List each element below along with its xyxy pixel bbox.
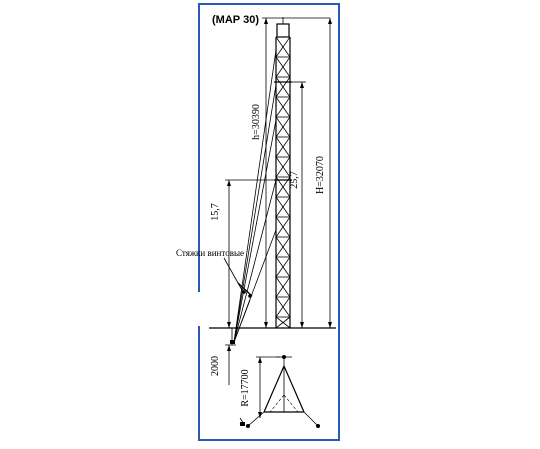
drawing-title: (МАР 30) xyxy=(212,14,259,26)
turnbuckles-label: Стяжки винтовые xyxy=(176,248,244,258)
dimension-lower-level-label: 15,7 xyxy=(210,203,221,221)
dimension-anchor-offset-label: 2000 xyxy=(210,356,221,376)
guy-ropes xyxy=(233,49,277,343)
dimension-radius xyxy=(256,356,280,418)
anchor-point xyxy=(230,328,235,345)
dimension-lower-level xyxy=(225,179,276,328)
plan-view-anchors xyxy=(246,355,320,428)
dimension-anchor-offset xyxy=(225,344,236,385)
dimension-h xyxy=(262,17,330,328)
dimension-h-label: h=30390 xyxy=(251,104,262,140)
dimension-upper-level xyxy=(290,81,306,328)
dimension-H xyxy=(290,18,336,329)
dimension-upper-level-label: 25,7 xyxy=(289,171,300,189)
dimension-radius-label: R=17700 xyxy=(240,369,251,406)
drawing-frame xyxy=(198,3,340,441)
dimension-H-label: H=32070 xyxy=(315,156,326,194)
turnbuckles xyxy=(223,257,253,298)
bottom-anchor-mark xyxy=(239,417,245,426)
